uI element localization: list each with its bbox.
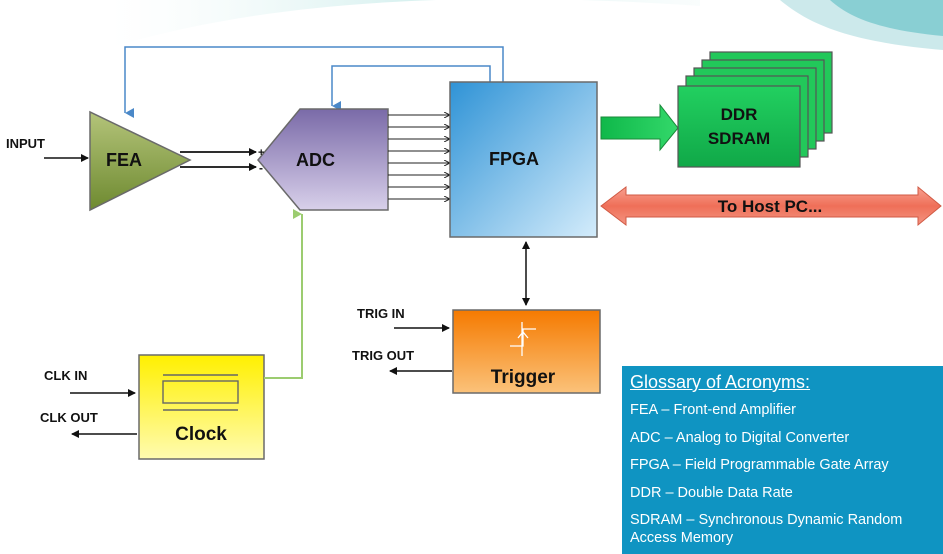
crystal-icon [162, 380, 239, 404]
adc-to-fpga-bus [388, 115, 449, 199]
trigger-edge-icon [510, 322, 536, 356]
fea-to-adc-lines [180, 148, 257, 171]
ddr-label-line1: DDR [721, 105, 758, 124]
adc-label: ADC [296, 150, 335, 170]
adc-plus: + [258, 147, 264, 159]
clock-block: Clock [138, 354, 265, 460]
clock-label: Clock [175, 424, 227, 445]
glossary-item-sdram: SDRAM – Synchronous Dynamic Random Acces… [630, 512, 903, 546]
trig-in-label: TRIG IN [357, 306, 405, 321]
glossary-panel: Glossary of Acronyms: FEA – Front-end Am… [622, 366, 943, 554]
trigger-label: Trigger [491, 367, 556, 388]
clk-in-label: CLK IN [44, 368, 87, 383]
fpga-block: FPGA [449, 81, 598, 238]
host-pc-arrow: To Host PC... [600, 185, 942, 227]
glossary-item-adc: ADC – Analog to Digital Converter [630, 429, 850, 446]
fpga-to-fea-feedback [124, 46, 504, 118]
ddr-sdram-stack: DDR SDRAM [677, 51, 833, 168]
glossary-item-fpga: FPGA – Field Programmable Gate Array [630, 457, 889, 473]
ddr-label-line2: SDRAM [708, 129, 770, 148]
fea-label: FEA [106, 150, 142, 170]
fpga-to-adc-feedback [331, 65, 491, 111]
clock-to-adc-line [264, 209, 303, 379]
fpga-label: FPGA [489, 149, 539, 169]
trigger-block: Trigger [452, 309, 601, 394]
fea-block: FEA [89, 110, 192, 212]
feedback-lines [124, 46, 504, 118]
host-pc-label: To Host PC... [718, 197, 823, 216]
glossary-title: Glossary of Acronyms: [630, 372, 811, 392]
adc-block: ADC + - [257, 108, 389, 211]
input-label: INPUT [6, 136, 45, 151]
clk-out-label: CLK OUT [40, 410, 98, 425]
trig-out-label: TRIG OUT [352, 348, 414, 363]
fpga-to-ddr-arrow [600, 103, 679, 152]
glossary-item-ddr: DDR – Double Data Rate [630, 484, 793, 501]
adc-minus: - [259, 161, 263, 175]
glossary-item-fea: FEA – Front-end Amplifier [630, 402, 797, 418]
background-swoosh [110, 0, 943, 50]
